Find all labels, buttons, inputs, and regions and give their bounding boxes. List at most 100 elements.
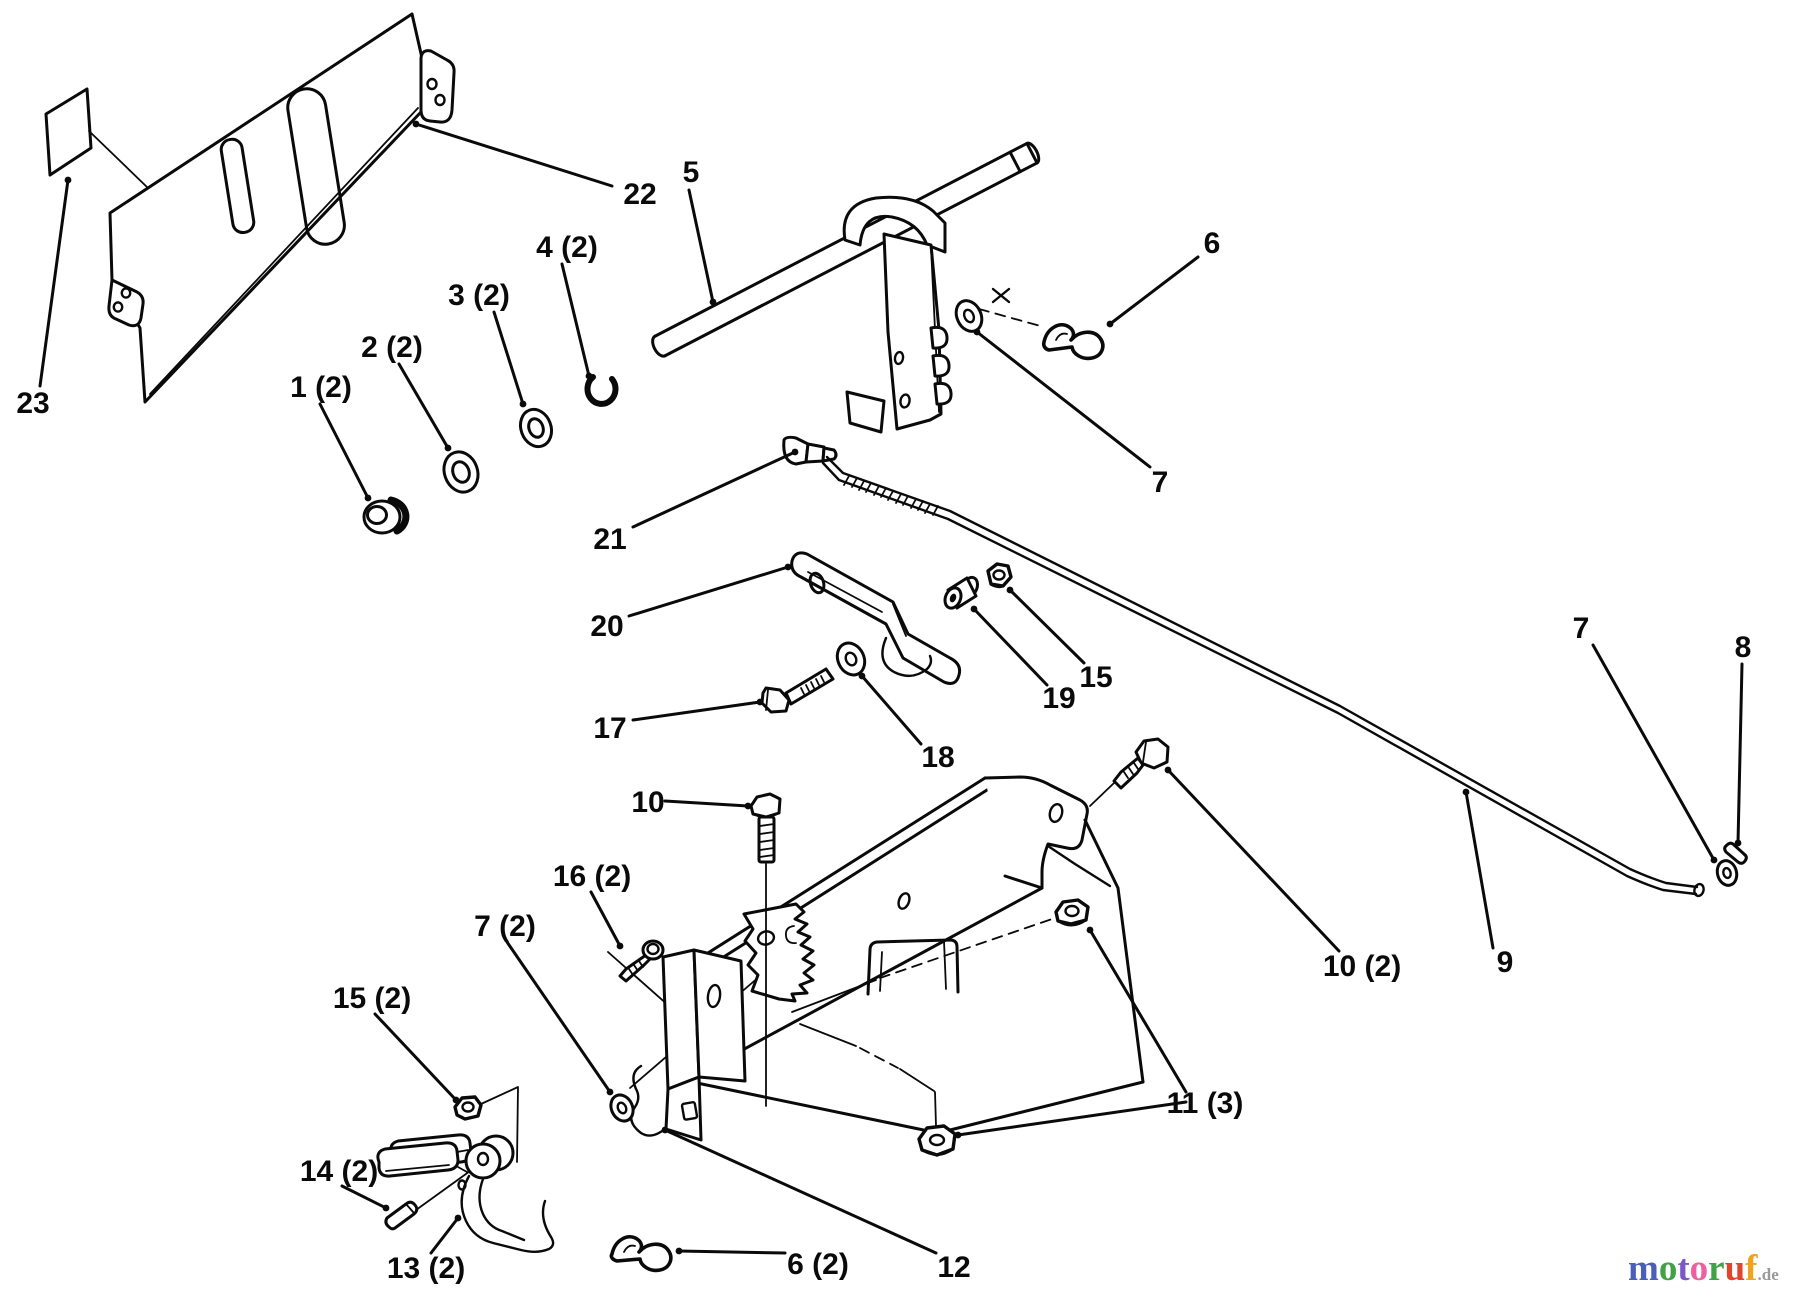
label-21: 21 [593, 523, 626, 556]
leader-dot-label-10b [1164, 766, 1172, 774]
shaft-hanger-bracket [842, 195, 953, 434]
washer-part-7-first [954, 299, 984, 333]
leader-dot-label-10 [744, 802, 752, 810]
leader-dot-label-9 [1462, 788, 1470, 796]
leader-dot-label-21 [791, 448, 799, 456]
label-15b: 15 (2) [333, 982, 411, 1015]
label-16: 16 (2) [553, 860, 631, 893]
label-19: 19 [1042, 682, 1075, 715]
watermark-letter: o [1689, 1248, 1709, 1289]
watermark-word: motoruf [1628, 1248, 1758, 1289]
leader-line-label-22 [414, 122, 614, 188]
label-11: 11 (3) [1167, 1087, 1244, 1120]
label-20: 20 [590, 610, 623, 643]
label-4: 4 (2) [536, 231, 598, 264]
frame-bracket-part-12 [607, 775, 1145, 1142]
nut-part-15-first [986, 562, 1013, 589]
washer-part-18 [835, 641, 867, 677]
leader-line-label-9 [1464, 790, 1495, 950]
leader-line-label-2 [397, 362, 450, 450]
washer-part-2 [442, 450, 480, 494]
leader-line-label-14 [340, 1184, 388, 1210]
watermark-letter: r [1708, 1248, 1725, 1289]
leader-dot-label-17 [756, 698, 764, 706]
leader-line-label-18 [860, 674, 923, 746]
watermark-suffix: .de [1757, 1265, 1779, 1284]
leader-line-label-7a [975, 330, 1152, 469]
leader-line-label-4 [560, 262, 591, 378]
label-3: 3 (2) [448, 279, 510, 312]
leader-line-label-17 [631, 700, 762, 722]
leader-line-label-8 [1736, 662, 1744, 845]
leader-dot-label-7b [1710, 856, 1718, 864]
leader-line-label-20 [627, 565, 790, 618]
pin-part-8 [1723, 841, 1748, 865]
leader-dot-label-13 [454, 1214, 462, 1222]
label-7c: 7 (2) [474, 910, 536, 943]
label-1: 1 (2) [290, 371, 352, 404]
nut-part-15b [453, 1086, 519, 1163]
label-7a: 7 [1152, 466, 1169, 499]
hairpin-cotter-part-6 [1041, 323, 1105, 361]
leader-line-label-16 [589, 890, 622, 948]
label-7b: 7 [1573, 612, 1590, 645]
label-10b: 10 (2) [1323, 950, 1401, 983]
washer-part-7c [609, 1093, 635, 1123]
leader-line-label-11 [1088, 928, 1188, 1094]
label-6b: 6 (2) [787, 1248, 849, 1281]
pin-part-14 [384, 1165, 478, 1231]
shoulder-bolt-part-21 [782, 435, 838, 466]
leader-dot-label-18 [858, 672, 866, 680]
panel-part-22 [107, 12, 456, 404]
label-13: 13 (2) [387, 1252, 465, 1285]
leader-line-label-1 [318, 402, 370, 500]
leader-dot-label-23 [64, 176, 72, 184]
label-12: 12 [937, 1251, 970, 1284]
pedal-lever-part-13 [376, 1133, 555, 1253]
leader-line-label-10b [1166, 768, 1341, 953]
leader-dot-label-6b [675, 1247, 683, 1255]
hex-bolt-part-10 [749, 792, 782, 864]
label-14: 14 (2) [300, 1155, 378, 1188]
spacer-bushing-part-19 [943, 575, 979, 610]
lock-nut-part-11-lower [917, 1124, 957, 1157]
leader-line-label-12 [663, 1128, 938, 1255]
rod-part-9 [821, 455, 1705, 898]
leader-dot-label-14 [382, 1204, 390, 1212]
leader-line-label-13 [429, 1216, 460, 1255]
cap-bushing-part-1 [362, 496, 410, 535]
leader-dot-label-15a [1006, 586, 1014, 594]
leader-dot-label-16 [616, 942, 624, 950]
label-6: 6 [1204, 227, 1221, 260]
lock-nut-part-11-upper [1054, 898, 1090, 927]
leader-line-label-15b [373, 1012, 458, 1102]
leader-dot-label-11 [1086, 926, 1094, 934]
watermark-letter: t [1677, 1248, 1690, 1289]
leader-dot-label-12 [661, 1126, 669, 1134]
label-5: 5 [683, 156, 700, 189]
link-plate-part-20 [790, 551, 962, 685]
leader-dot-label-7c [606, 1088, 614, 1096]
leader-line-label-10 [663, 799, 750, 808]
leader-dot-label-3 [519, 400, 527, 408]
leader-dot-label-20 [784, 563, 792, 571]
leader-dot-label-2 [444, 444, 452, 452]
washer-part-3 [518, 407, 554, 449]
hex-bolt-part-10b [1112, 737, 1170, 790]
leader-line-label-6 [1108, 255, 1200, 326]
label-9: 9 [1497, 946, 1514, 979]
leader-line-label-7b [1591, 643, 1716, 862]
alignment-x-mark [978, 287, 1045, 328]
label-8: 8 [1735, 631, 1752, 664]
washer-part-7-right [1715, 859, 1739, 887]
leader-dot-label-5 [709, 298, 717, 306]
label-18: 18 [921, 741, 954, 774]
leader-dot-label-8 [1734, 839, 1742, 847]
leader-line-label-7c [505, 940, 612, 1094]
label-23: 23 [16, 387, 49, 420]
screw-part-16 [618, 939, 665, 983]
leader-line-label-19 [972, 607, 1049, 687]
